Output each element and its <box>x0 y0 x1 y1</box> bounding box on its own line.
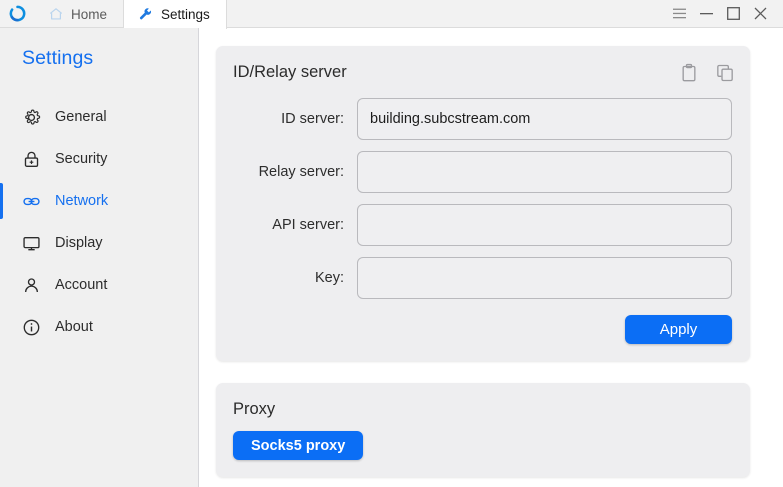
socks5-proxy-button[interactable]: Socks5 proxy <box>233 431 364 460</box>
proxy-card: Proxy Socks5 proxy <box>216 383 750 477</box>
card-footer: Apply <box>216 310 750 361</box>
sidebar-item-display[interactable]: Display <box>0 222 198 264</box>
sidebar-item-security-label: Security <box>55 151 108 167</box>
window-controls <box>666 0 783 27</box>
id-server-input[interactable] <box>357 98 732 140</box>
tab-settings-label: Settings <box>161 7 210 22</box>
info-icon <box>22 318 41 337</box>
refresh-circle-logo-icon <box>9 5 25 22</box>
close-button[interactable] <box>747 0 774 27</box>
sidebar-title: Settings <box>22 47 94 69</box>
card-header-actions <box>678 46 736 84</box>
card-header: ID/Relay server <box>216 46 750 84</box>
proxy-body: Socks5 proxy <box>216 419 750 477</box>
apply-button[interactable]: Apply <box>625 315 732 344</box>
api-server-label: API server: <box>272 217 344 233</box>
tab-strip: Home Settings <box>34 0 666 29</box>
menu-button[interactable] <box>666 0 693 27</box>
maximize-icon <box>727 7 740 20</box>
paste-button[interactable] <box>678 62 700 84</box>
key-input[interactable] <box>357 257 732 299</box>
copy-icon <box>717 64 733 82</box>
app-logo <box>0 0 34 27</box>
settings-content: ID/Relay server <box>199 28 783 487</box>
wrench-icon <box>140 7 152 19</box>
sidebar-item-account[interactable]: Account <box>0 264 198 306</box>
relay-server-input[interactable] <box>357 151 732 193</box>
api-server-input[interactable] <box>357 204 732 246</box>
monitor-icon <box>22 234 41 253</box>
title-bar: Home Settings <box>0 0 783 29</box>
window-body: Settings General <box>0 28 783 487</box>
sidebar-item-about[interactable]: About <box>0 306 198 348</box>
field-row-api-server: API server: <box>216 204 732 246</box>
id-relay-server-title: ID/Relay server <box>233 63 347 81</box>
tab-settings[interactable]: Settings <box>123 0 227 29</box>
minimize-button[interactable] <box>693 0 720 27</box>
lock-icon <box>22 150 41 169</box>
minimize-icon <box>700 13 713 15</box>
sidebar: Settings General <box>0 28 199 487</box>
person-icon <box>22 276 41 295</box>
sidebar-item-about-label: About <box>55 319 93 335</box>
sidebar-item-security[interactable]: Security <box>0 138 198 180</box>
field-row-relay-server: Relay server: <box>216 151 732 193</box>
clipboard-icon <box>682 63 696 82</box>
close-icon <box>754 7 767 20</box>
id-server-label: ID server: <box>281 111 344 127</box>
key-label: Key: <box>314 270 344 286</box>
sidebar-list: General Security <box>0 96 198 348</box>
gear-icon <box>22 108 41 127</box>
sidebar-item-account-label: Account <box>55 277 108 293</box>
relay-server-label: Relay server: <box>258 164 344 180</box>
field-row-id-server: ID server: <box>216 98 732 140</box>
tab-home-label: Home <box>71 6 108 22</box>
sidebar-item-general-label: General <box>55 109 107 125</box>
id-relay-server-card: ID/Relay server <box>216 46 750 361</box>
sidebar-item-general[interactable]: General <box>0 96 198 138</box>
tab-home[interactable]: Home <box>34 0 123 28</box>
id-relay-form: ID server: Relay server: API server: Key… <box>216 84 750 299</box>
copy-button[interactable] <box>714 62 736 84</box>
sidebar-item-network-label: Network <box>55 193 109 209</box>
home-icon <box>49 8 63 20</box>
link-icon <box>22 192 41 211</box>
field-row-key: Key: <box>216 257 732 299</box>
proxy-title: Proxy <box>233 400 276 418</box>
maximize-button[interactable] <box>720 0 747 27</box>
sidebar-item-network[interactable]: Network <box>0 180 198 222</box>
hamburger-icon <box>673 8 686 19</box>
sidebar-item-display-label: Display <box>55 235 103 251</box>
